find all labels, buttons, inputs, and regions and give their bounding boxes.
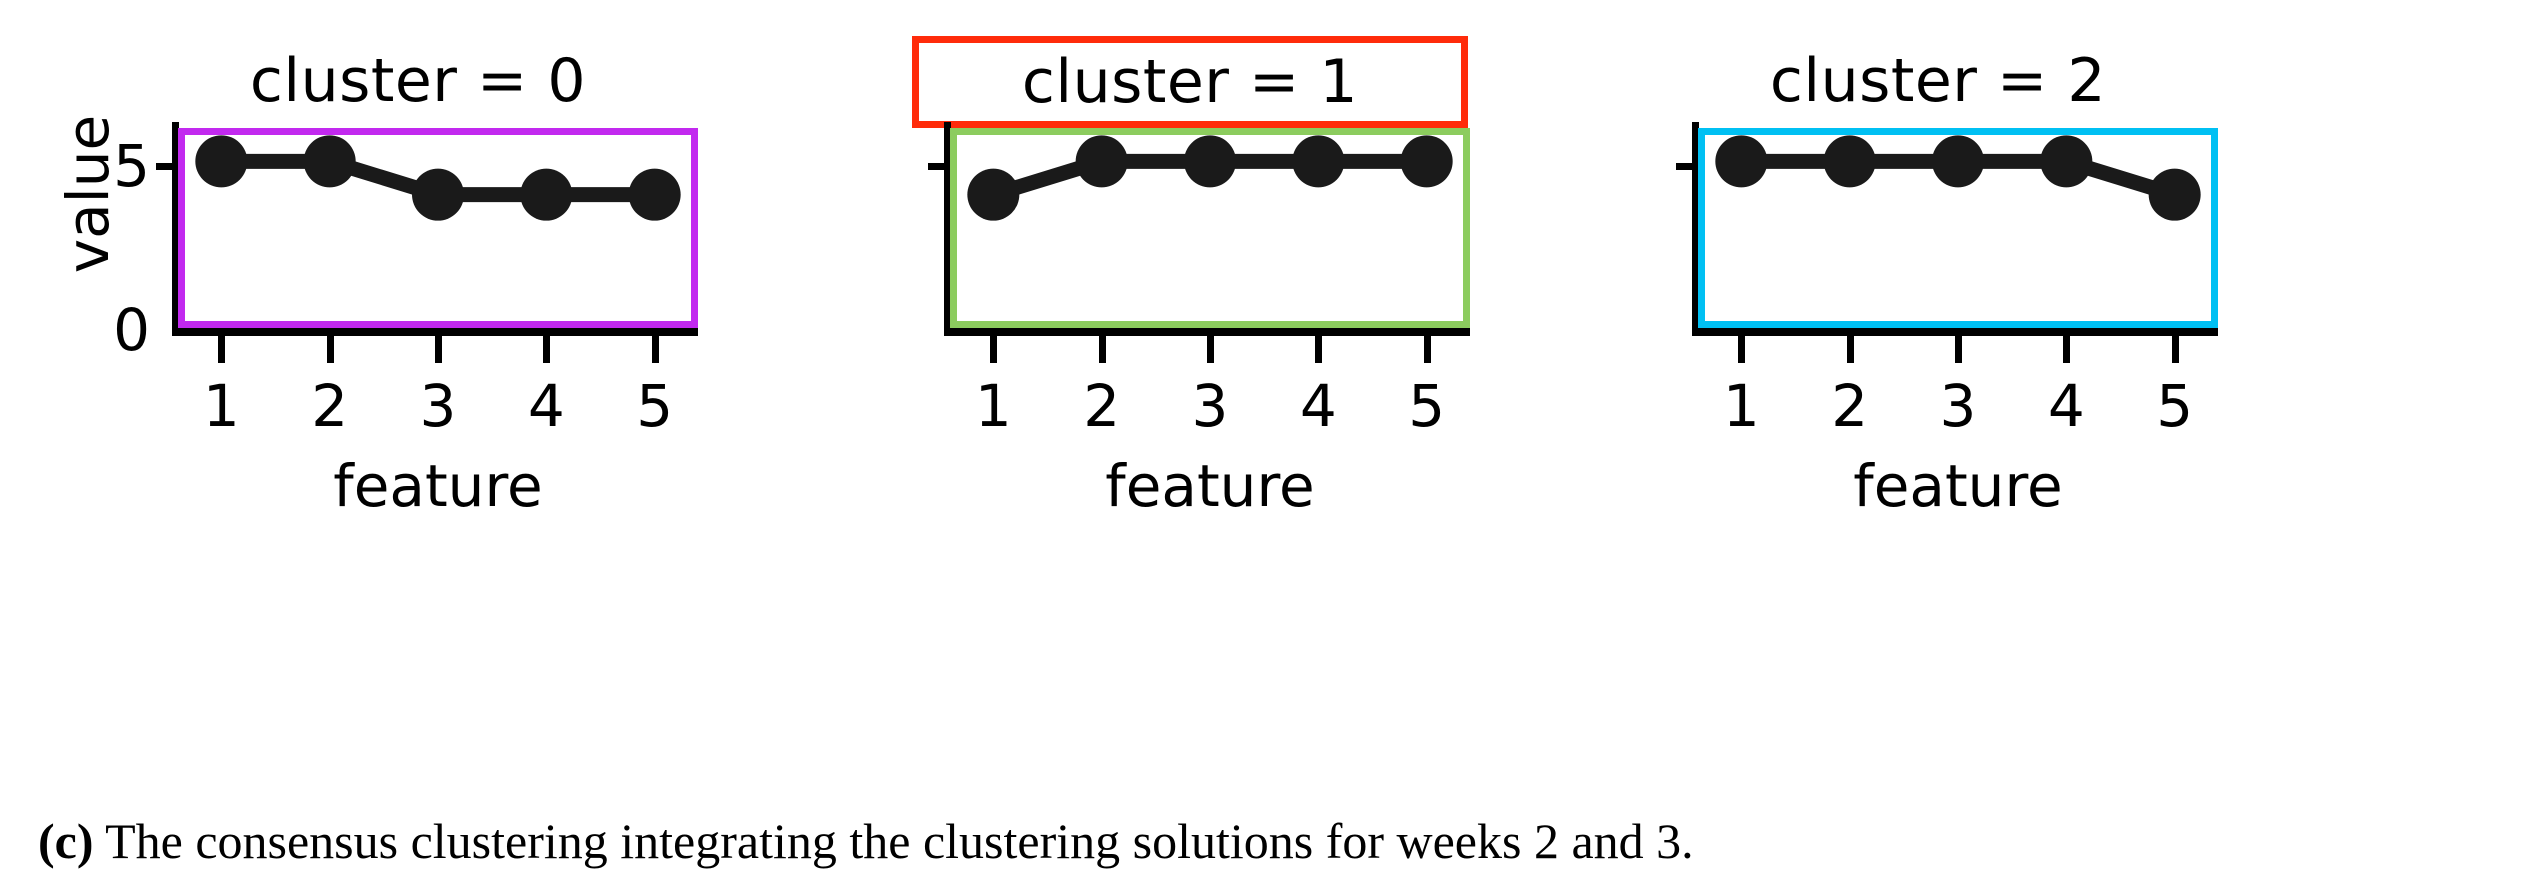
y-tick-mark-5 — [1676, 163, 1694, 170]
data-point-marker — [1292, 135, 1345, 188]
x-tick-label: 4 — [527, 372, 565, 440]
x-tick-label: 1 — [202, 372, 240, 440]
figure-caption: (c) The consensus clustering integrating… — [38, 806, 2498, 876]
x-tick-mark — [2171, 336, 2179, 363]
x-tick-label: 2 — [1083, 372, 1121, 440]
x-axis-spine — [944, 328, 1470, 336]
panel-title-cluster-1: cluster = 1 — [912, 36, 1468, 128]
x-axis-title: feature — [333, 452, 543, 520]
data-point-marker — [1823, 135, 1876, 188]
series-line-cluster-0 — [195, 135, 681, 221]
data-point-marker — [303, 135, 356, 188]
x-tick-mark — [1207, 336, 1214, 363]
plot-area-box-cluster-1 — [950, 128, 1470, 328]
y-axis-spine — [172, 122, 179, 334]
panel-title-cluster-0: cluster = 0 — [249, 46, 587, 116]
x-tick-label: 1 — [974, 372, 1012, 440]
x-tick-mark — [651, 336, 659, 363]
subplot-cluster-2: cluster = 2 feature 1 2 3 4 5 — [1548, 0, 2328, 780]
x-axis-title: feature — [1853, 452, 2063, 520]
y-tick-mark-5 — [156, 163, 174, 170]
x-tick-mark — [435, 336, 442, 363]
y-tick-mark-5 — [928, 163, 946, 170]
y-tick-label-0: 0 — [113, 296, 150, 364]
data-point-marker — [628, 168, 681, 221]
data-point-marker — [2040, 135, 2093, 188]
data-point-marker — [1400, 135, 1453, 188]
y-axis-spine — [1692, 122, 1699, 334]
caption-text: The consensus clustering integrating the… — [93, 813, 1694, 869]
x-tick-label: 2 — [311, 372, 349, 440]
data-point-marker — [1715, 135, 1768, 188]
plot-area-box-cluster-0 — [178, 128, 698, 328]
x-tick-mark — [218, 336, 226, 363]
x-tick-label: 2 — [1831, 372, 1869, 440]
y-tick-label-5: 5 — [113, 132, 150, 200]
x-tick-mark — [990, 336, 998, 363]
x-tick-label: 1 — [1722, 372, 1760, 440]
x-tick-mark — [1423, 336, 1431, 363]
x-tick-mark — [1098, 336, 1106, 363]
x-tick-label: 5 — [1408, 372, 1446, 440]
data-point-marker — [195, 135, 248, 188]
x-tick-label: 5 — [636, 372, 674, 440]
x-tick-label: 3 — [1191, 372, 1229, 440]
x-tick-mark — [2063, 336, 2071, 363]
x-tick-mark — [1315, 336, 1323, 363]
data-point-marker — [967, 168, 1020, 221]
x-tick-mark — [1955, 336, 1962, 363]
x-tick-label: 4 — [2047, 372, 2085, 440]
data-point-marker — [2148, 168, 2201, 221]
y-axis-spine — [944, 122, 951, 334]
x-axis-spine — [1692, 328, 2218, 336]
x-axis-spine — [172, 328, 698, 336]
x-tick-mark — [1846, 336, 1854, 363]
series-line-cluster-2 — [1715, 135, 2201, 221]
data-point-marker — [520, 168, 573, 221]
data-point-marker — [1932, 135, 1984, 188]
x-tick-mark — [543, 336, 551, 363]
x-tick-label: 3 — [419, 372, 457, 440]
x-tick-label: 5 — [2156, 372, 2194, 440]
plot-area-box-cluster-2 — [1698, 128, 2218, 328]
x-tick-mark — [326, 336, 334, 363]
caption-tag: (c) — [38, 813, 94, 869]
x-tick-mark — [1738, 336, 1746, 363]
x-tick-label: 3 — [1939, 372, 1977, 440]
data-point-marker — [1184, 135, 1236, 188]
subplot-cluster-1: cluster = 1 feature 1 2 3 4 5 — [800, 0, 1580, 780]
x-tick-label: 4 — [1299, 372, 1337, 440]
x-axis-title: feature — [1105, 452, 1315, 520]
data-point-marker — [1075, 135, 1128, 188]
data-point-marker — [412, 168, 464, 221]
series-line-cluster-1 — [967, 135, 1453, 221]
panel-title-cluster-2: cluster = 2 — [1769, 46, 2107, 116]
